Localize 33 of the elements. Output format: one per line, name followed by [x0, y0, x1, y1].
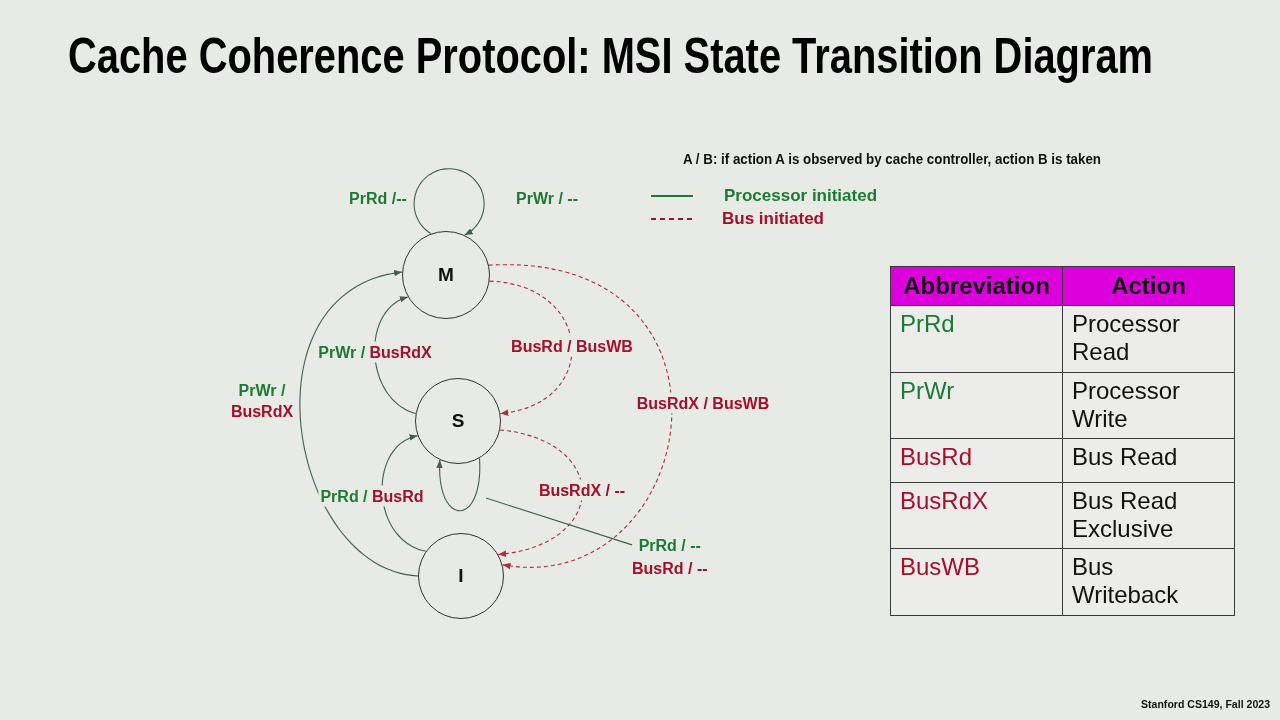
slide-title: Cache Coherence Protocol: MSI State Transition Diagram — [68, 27, 1154, 86]
transition-label: BusRd / -- — [632, 559, 708, 579]
transition-label: PrWr / BusRdX — [316, 341, 434, 363]
transition-label: BusRdX / BusWB — [634, 392, 772, 414]
transition-arrow — [299, 269, 419, 577]
table-cell: BusRd — [890, 438, 1063, 483]
table-cell: Bus Read Exclusive — [1062, 482, 1235, 549]
legend-label: Processor initiated — [724, 186, 878, 206]
transition-label: BusRd / BusWB — [509, 335, 635, 357]
table-cell: Bus Read — [1062, 438, 1235, 483]
table-cell: PrRd — [890, 305, 1063, 373]
footer-text: Stanford CS149, Fall 2023 — [1141, 698, 1270, 711]
state-label: I — [458, 565, 464, 587]
table-cell: BusWB — [890, 548, 1063, 616]
table-cell: PrWr — [890, 372, 1063, 439]
transition-arrow — [413, 168, 485, 236]
table-cell: Processor Write — [1062, 372, 1235, 439]
state-label: S — [451, 410, 465, 432]
state-label: M — [438, 264, 454, 286]
column-header: Abbreviation — [890, 266, 1063, 306]
transition-arrow — [489, 280, 573, 416]
legend-label: Bus initiated — [722, 209, 824, 229]
transition-label: PrRd / BusRd — [318, 485, 426, 507]
table-cell: Bus Writeback — [1062, 548, 1235, 616]
transition-arrow — [488, 264, 673, 570]
transition-arrow — [436, 457, 481, 512]
table-cell: Processor Read — [1062, 305, 1235, 373]
transition-arrow — [497, 429, 583, 557]
transition-label: PrRd / -- — [638, 536, 701, 556]
leader-line — [485, 497, 633, 546]
note-text: A / B: if action A is observed by cache controller, action B is taken — [683, 151, 1101, 168]
table-cell: BusRdX — [890, 482, 1063, 549]
column-header: Action — [1062, 266, 1235, 306]
